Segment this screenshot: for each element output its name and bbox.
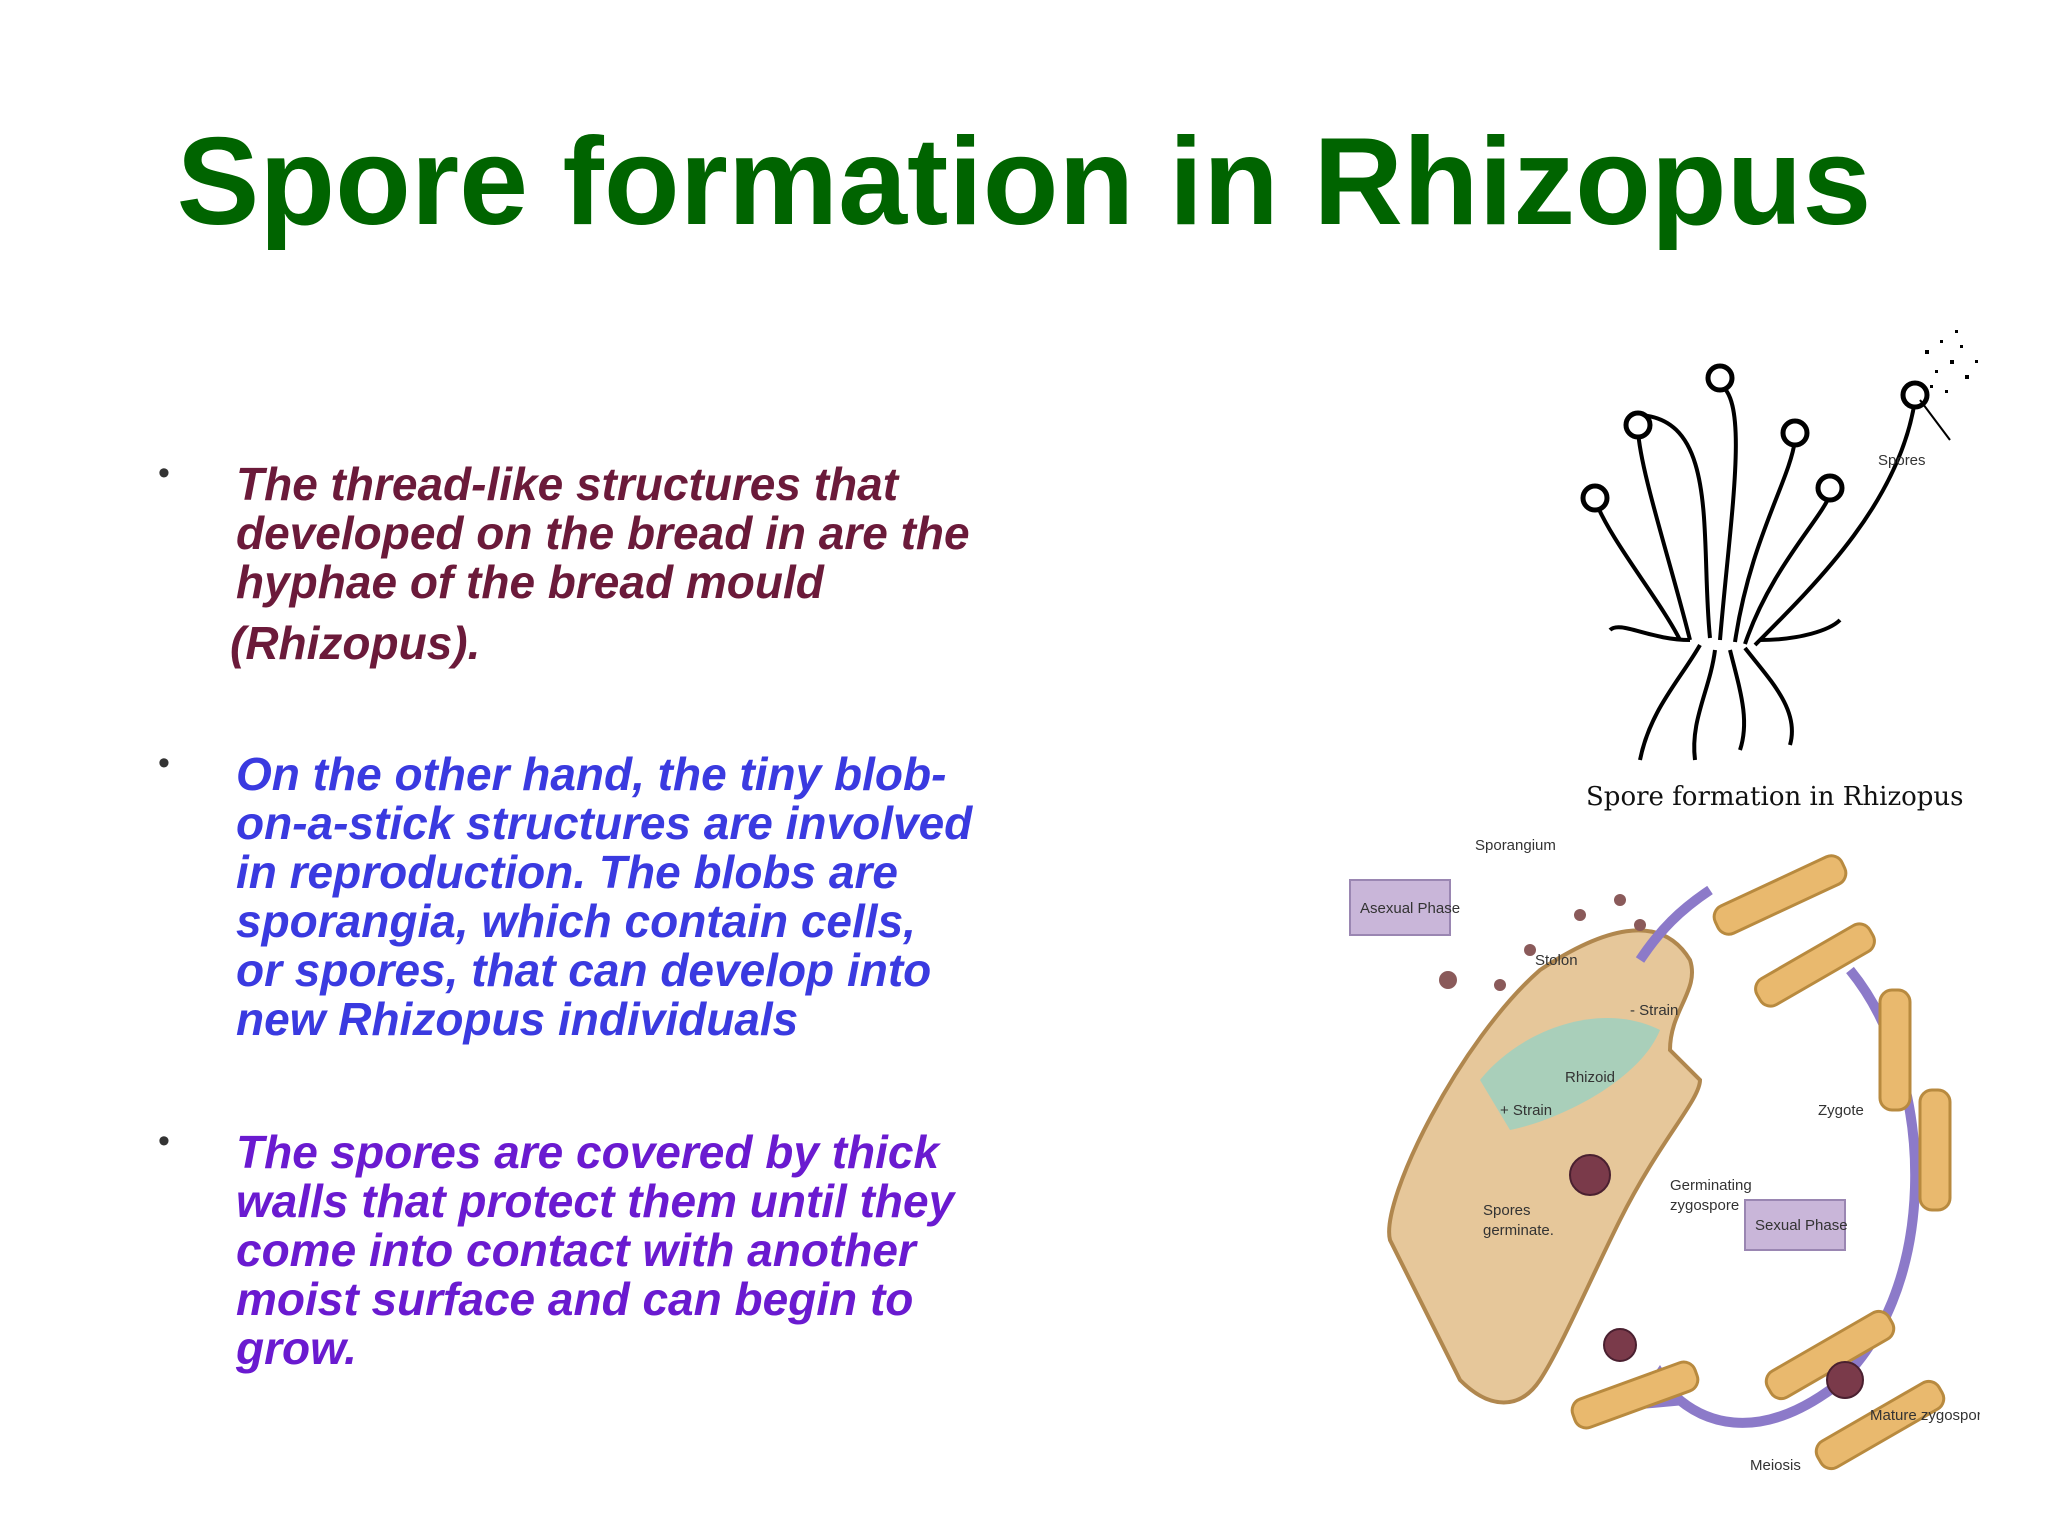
zygote-label: Zygote bbox=[1818, 1102, 1864, 1119]
germinating-zygospore-label: Germinating bbox=[1670, 1177, 1752, 1194]
sexual-phase-label: Sexual Phase bbox=[1755, 1217, 1848, 1234]
bullet-item: • On the other hand, the tiny blob- on-a… bbox=[150, 744, 1100, 1045]
bullet-text-continuation: (Rhizopus). bbox=[230, 617, 481, 669]
mature-zygospore-label: Mature zygospore bbox=[1870, 1407, 1980, 1424]
bullet-text: The spores are covered by thick walls th… bbox=[236, 1126, 955, 1374]
spores-germinate-label-2: germinate. bbox=[1483, 1222, 1554, 1239]
meiosis-label: Meiosis bbox=[1750, 1457, 1801, 1474]
rhizoid-label: Rhizoid bbox=[1565, 1069, 1615, 1086]
asexual-phase-label: Asexual Phase bbox=[1360, 900, 1460, 917]
bullet-item: • The spores are covered by thick walls … bbox=[150, 1122, 1100, 1374]
strain-plus-label: + Strain bbox=[1500, 1102, 1552, 1119]
bullet-text: On the other hand, the tiny blob- on-a-s… bbox=[236, 748, 973, 1045]
stolon-label: Stolon bbox=[1535, 952, 1578, 969]
spores-label: Spores bbox=[1878, 452, 1926, 469]
bullet-dot: • bbox=[158, 744, 170, 782]
rhizopus-life-cycle-figure: Asexual Phase Sexual Phase Sporangium St… bbox=[1349, 837, 1980, 1474]
bullet-dot: • bbox=[158, 1122, 170, 1160]
bullet-dot: • bbox=[158, 454, 170, 492]
sporangium-label: Sporangium bbox=[1475, 837, 1556, 854]
figure-caption: Spore formation in Rhizopus bbox=[1586, 782, 1964, 812]
spores-germinate-label: Spores bbox=[1483, 1202, 1531, 1219]
germinating-zygospore-label-2: zygospore bbox=[1670, 1197, 1739, 1214]
rhizopus-sketch-figure: Spores bbox=[1580, 330, 1978, 761]
strain-minus-label: - Strain bbox=[1630, 1002, 1678, 1019]
bullet-item: • The thread-like structures that develo… bbox=[150, 454, 1100, 669]
bullet-text: The thread-like structures that develope… bbox=[236, 458, 970, 608]
slide-title: Spore formation in Rhizopus bbox=[176, 113, 1872, 251]
